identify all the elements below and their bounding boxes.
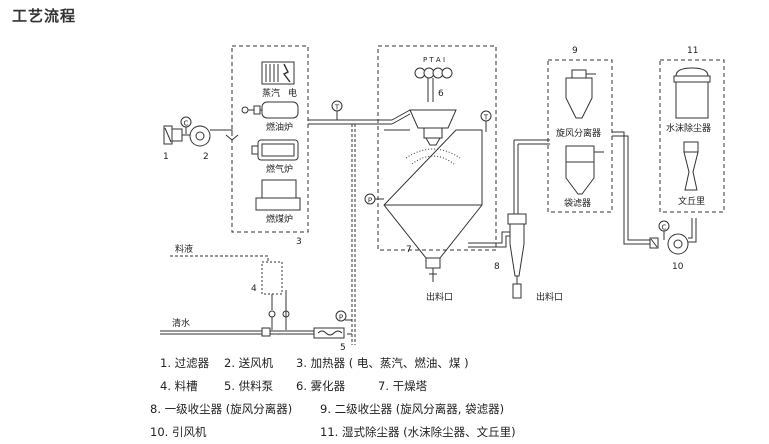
- oil-furnace-icon: [241, 101, 299, 119]
- clean-water-label: 清水: [172, 317, 190, 329]
- legend-item: 4. 料槽: [160, 379, 198, 393]
- induced-fan-10: [649, 218, 697, 255]
- legend-item: 8. 一级收尘器 (旋风分离器): [150, 402, 293, 416]
- gauge-p1: P: [364, 193, 384, 205]
- water-film-label: 水沫除尘器: [666, 122, 711, 134]
- page-title: 工艺流程: [12, 7, 77, 25]
- gauge-p2-label: P: [339, 314, 343, 322]
- bag-filter-label: 袋滤器: [564, 197, 591, 209]
- gauge-c1-label: C: [184, 120, 189, 128]
- drying-tower-7: [383, 129, 483, 282]
- wet-scrubber-box: [659, 59, 725, 213]
- legend-item: 10. 引风机: [150, 425, 207, 439]
- water-film-scrubber: [673, 67, 711, 119]
- legend-item: 3. 加热器 ( 电、蒸汽、燃油、煤 ): [296, 356, 469, 370]
- cyclone-outlet-label: 出料口: [536, 291, 563, 303]
- number-7: 7: [406, 245, 412, 255]
- number-3: 3: [296, 237, 302, 247]
- feed-tank-4: [170, 255, 290, 330]
- filter-unit: [163, 125, 190, 145]
- instrument-label: P T A I: [423, 56, 445, 64]
- gauge-p2: P: [335, 310, 352, 322]
- gauge-c2: C: [658, 220, 670, 240]
- electric-heater-icon: [261, 61, 295, 85]
- venturi-icon: [683, 141, 699, 191]
- heater-box: [231, 45, 309, 233]
- duct-to-fan: [612, 131, 650, 245]
- gauge-t2: T: [480, 110, 492, 132]
- coal-furnace-icon: [255, 179, 301, 211]
- oil-furnace-label: 燃油炉: [266, 121, 293, 133]
- instrument-panel: P T A I: [414, 56, 453, 102]
- legend-item: 5. 供料泵: [224, 379, 274, 393]
- heater-steam-label: 蒸汽: [262, 87, 280, 99]
- tower-outlet-label: 出料口: [426, 291, 453, 303]
- blower-2: [189, 125, 239, 147]
- process-flow-diagram: C 蒸汽 电 燃油炉 燃气炉 燃煤炉 T: [160, 45, 725, 350]
- number-1: 1: [163, 152, 169, 162]
- dryer-box: [377, 45, 497, 251]
- gauge-c1: C: [180, 116, 192, 134]
- cyclone-8: [507, 139, 550, 299]
- atomizer-6: [405, 109, 461, 165]
- legend-item: 1. 过滤器: [160, 356, 210, 370]
- hot-air-duct: [308, 109, 411, 125]
- coal-furnace-label: 燃煤炉: [266, 213, 293, 225]
- gauge-c2-label: C: [662, 224, 667, 232]
- water-line: [160, 327, 314, 337]
- gauge-t1-label: T: [334, 104, 340, 112]
- number-6: 6: [438, 89, 444, 99]
- legend-item: 2. 送风机: [224, 356, 274, 370]
- cyclone-9: [565, 69, 596, 119]
- venturi-label: 文丘里: [678, 195, 705, 207]
- number-9: 9: [572, 46, 578, 56]
- legend-item: 11. 湿式除尘器 (水沫除尘器、文丘里): [320, 425, 516, 439]
- feed-pump-5: [313, 327, 345, 339]
- legend-item: 9. 二级收尘器 (旋风分离器, 袋滤器): [320, 402, 505, 416]
- duct-tower-to-cyclone: [468, 231, 510, 248]
- number-2: 2: [203, 152, 209, 162]
- number-5: 5: [340, 343, 346, 350]
- number-4: 4: [251, 284, 257, 294]
- feed-liquid-label: 料液: [175, 243, 193, 255]
- legend-item: 6. 雾化器: [296, 379, 346, 393]
- number-8: 8: [494, 262, 500, 272]
- legend-item: 7. 干燥塔: [378, 379, 428, 393]
- cyclone-label: 旋风分离器: [556, 127, 601, 139]
- gauge-t2-label: T: [483, 114, 489, 122]
- gauge-t1: T: [331, 100, 343, 120]
- heater-electric-label: 电: [288, 87, 297, 99]
- feed-line: [347, 124, 356, 345]
- gas-furnace-icon: [251, 139, 299, 161]
- gas-furnace-label: 燃气炉: [266, 163, 293, 175]
- number-10: 10: [672, 262, 684, 272]
- gauge-p1-label: P: [368, 197, 372, 205]
- bag-filter-9: [565, 145, 604, 195]
- number-11: 11: [687, 46, 698, 56]
